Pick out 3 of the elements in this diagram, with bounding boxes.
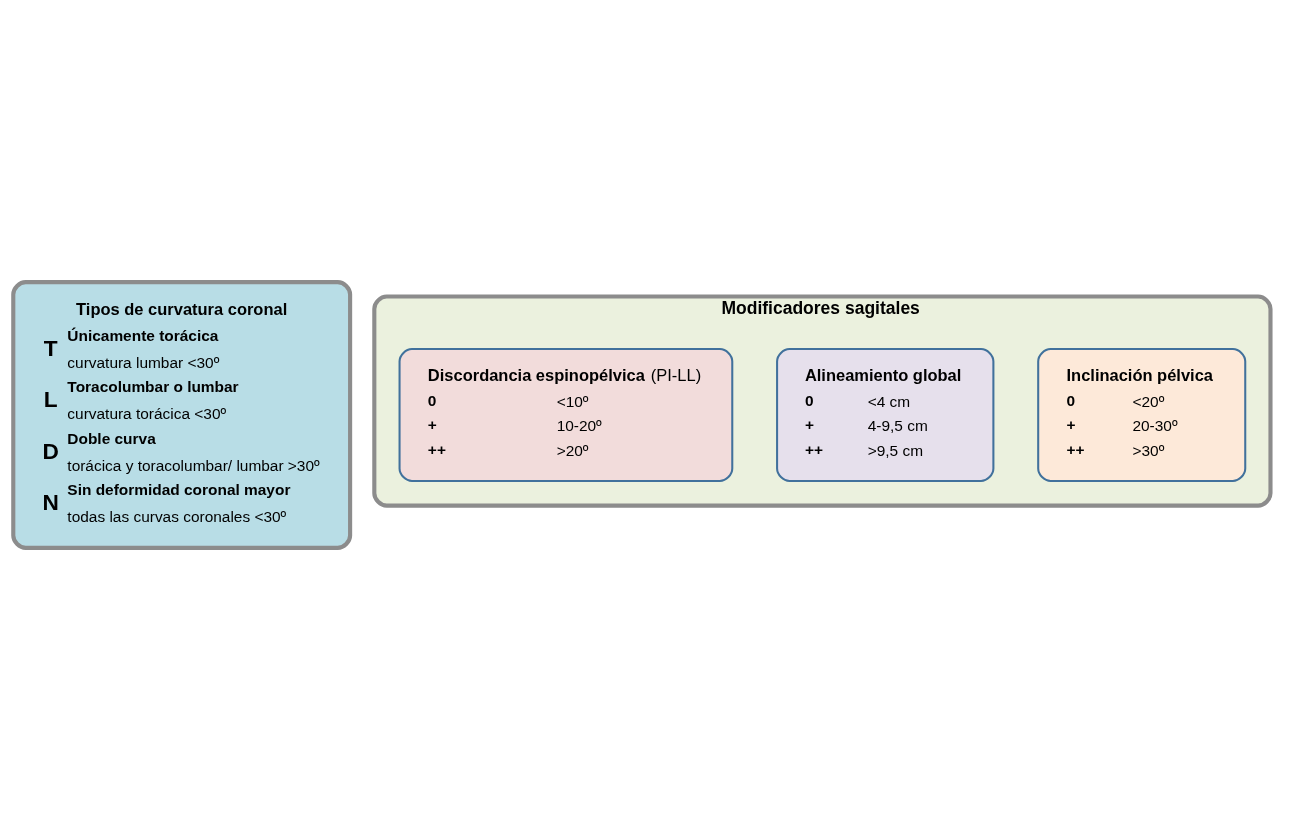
node-box: Discordancia espinopélvica (PI-LL) 0 <10º + 10-20º ++ >20º — [398, 348, 734, 482]
node-box: Inclinación pélvica 0 <20º + 20-30º ++ >30º — [1037, 348, 1247, 482]
node-box: Alineamiento global 0 <4 cm + 4-9,5 cm ++ >9,5 cm — [776, 348, 995, 482]
